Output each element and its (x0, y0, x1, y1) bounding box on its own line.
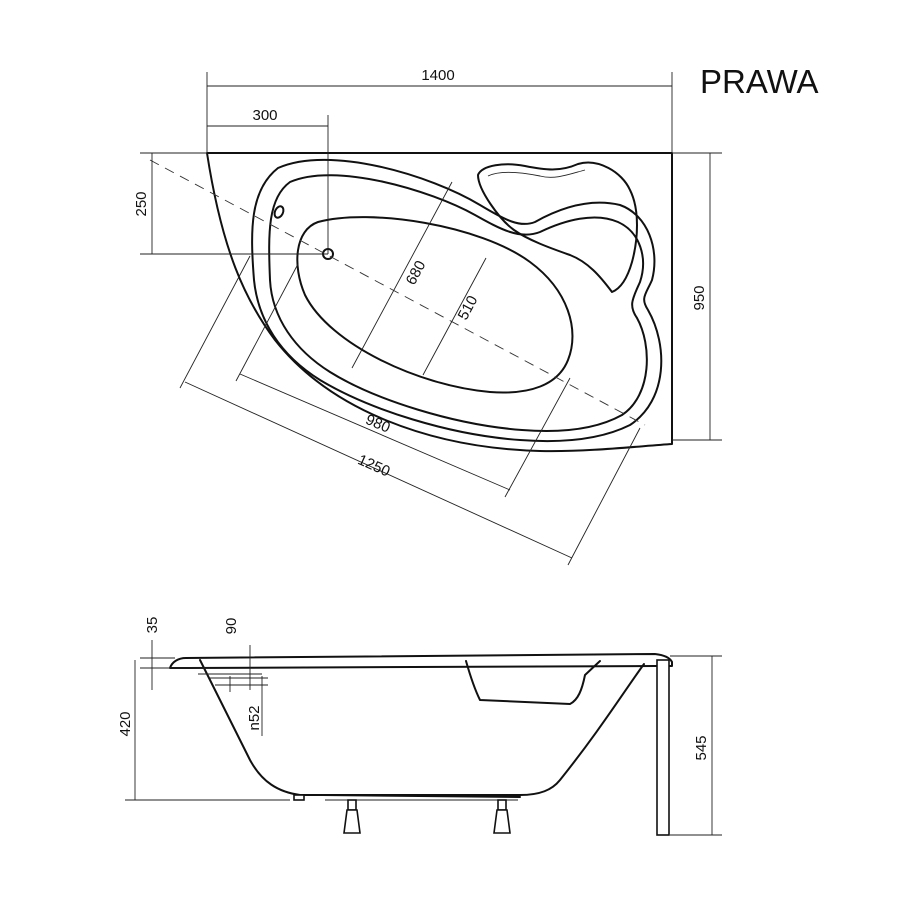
leg-right (493, 799, 511, 834)
tub-rim-inner-line (268, 174, 648, 433)
tub-base (321, 794, 521, 798)
dim-label-1400: 1400 (421, 67, 454, 84)
dim-label-n52: n52 (246, 705, 263, 730)
dim-label-250: 250 (133, 191, 150, 216)
headrest-outline (477, 161, 638, 293)
tub-rim-outline (251, 158, 663, 443)
tub-outer-outline (206, 152, 673, 453)
dim-label-980: 980 (363, 411, 393, 436)
front-panel (656, 659, 670, 836)
dim-label-545: 545 (693, 735, 710, 760)
leg-left (343, 799, 361, 834)
dim-line-980 (239, 373, 511, 491)
tub-basin-outline (296, 216, 574, 394)
tub-center-axis (149, 159, 646, 426)
dim-label-1250: 1250 (355, 451, 392, 480)
side-view: 35 420 90 n52 545 (117, 617, 722, 836)
dim-line-1250 (184, 381, 573, 559)
variant-label: PRAWA (700, 63, 819, 100)
dim-label-680: 680 (403, 258, 430, 288)
tub-seat-profile (465, 660, 601, 705)
extension-line (235, 263, 299, 382)
dim-line-510 (422, 257, 487, 376)
dim-label-35: 35 (144, 617, 161, 634)
dim-line-680 (351, 181, 453, 369)
tub-rim-profile (169, 653, 673, 669)
dim-label-950: 950 (691, 285, 708, 310)
extension-line (567, 427, 641, 566)
overflow-hole (273, 205, 285, 219)
dim-label-420: 420 (117, 711, 134, 736)
tub-foot-pad (293, 794, 305, 801)
dim-label-510: 510 (455, 293, 482, 323)
extension-line (504, 377, 571, 498)
top-view: 1400 300 250 950 680 510 980 1250 (133, 67, 722, 566)
dim-label-90: 90 (223, 618, 240, 635)
tub-body-profile (199, 659, 645, 796)
headrest-inner (487, 169, 586, 178)
dim-label-300: 300 (252, 107, 277, 124)
extension-line (179, 255, 251, 389)
